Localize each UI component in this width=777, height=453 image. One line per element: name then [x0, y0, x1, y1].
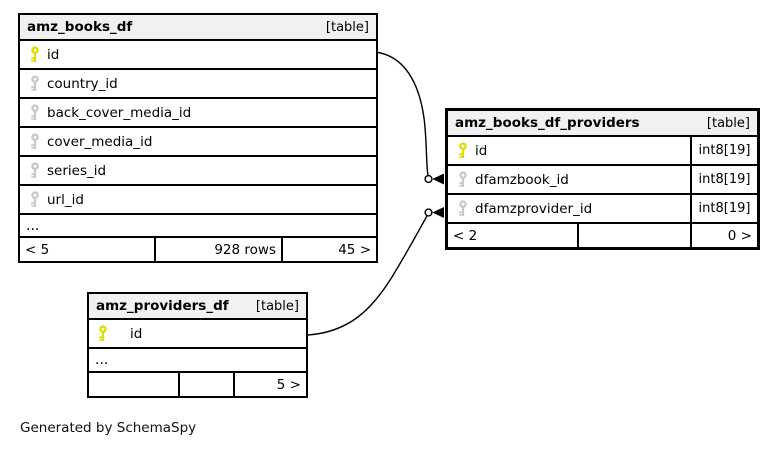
arrowhead-icon — [432, 173, 444, 185]
column-name: url_id — [47, 191, 84, 208]
table-footer: < 5 928 rows 45 > — [20, 238, 376, 261]
footer-parents-count: 45 > — [281, 238, 376, 261]
footer-row-count: 928 rows — [154, 238, 281, 261]
table-footer: 5 > — [89, 373, 306, 396]
foreign-key-icon — [31, 75, 39, 91]
arrowhead-icon — [432, 207, 444, 218]
zero-one-circle-icon — [424, 174, 433, 184]
column-name: country_id — [47, 75, 118, 92]
generated-by-note: Generated by SchemaSpy — [20, 420, 197, 436]
relationship-line-books-to-join — [377, 51, 429, 176]
footer-row-count — [178, 373, 233, 396]
column-row-back-cover-media-id: back_cover_media_id — [20, 99, 376, 128]
column-name: dfamzprovider_id — [475, 200, 593, 217]
column-row-country-id: country_id — [20, 70, 376, 99]
table-header-amz-books-df[interactable]: amz_books_df [table] — [20, 15, 376, 41]
foreign-key-icon — [459, 171, 467, 187]
column-row-id: id — [20, 41, 376, 70]
footer-children-count: < 2 — [453, 227, 478, 244]
column-row-dfamzprovider-id: dfamzprovider_id int8[19] — [448, 195, 757, 224]
table-footer: < 2 0 > — [448, 224, 757, 247]
column-row-dfamzbook-id: dfamzbook_id int8[19] — [448, 166, 757, 195]
column-row-url-id: url_id — [20, 186, 376, 215]
column-name: cover_media_id — [47, 133, 153, 150]
footer-children-count — [89, 373, 178, 396]
table-amz-books-df: amz_books_df [table] id country_id — [18, 13, 378, 263]
column-row-series-id: series_id — [20, 157, 376, 186]
more-columns-indicator: ... — [20, 215, 376, 238]
primary-key-icon — [99, 325, 107, 341]
table-name[interactable]: amz_books_df — [27, 19, 133, 35]
column-name: id — [47, 46, 60, 63]
column-name: series_id — [47, 162, 107, 179]
foreign-key-icon — [31, 191, 39, 207]
column-name: id — [130, 325, 143, 342]
foreign-key-icon — [31, 104, 39, 120]
foreign-key-icon — [459, 200, 467, 216]
column-type: int8[19] — [690, 166, 757, 193]
column-name: id — [475, 142, 488, 159]
zero-one-circle-icon — [424, 208, 433, 217]
more-columns-indicator: ... — [89, 349, 306, 373]
table-header-amz-books-df-providers[interactable]: amz_books_df_providers [table] — [448, 111, 757, 137]
primary-key-icon — [31, 46, 39, 62]
table-name[interactable]: amz_providers_df — [96, 298, 229, 314]
column-type: int8[19] — [690, 195, 757, 222]
table-name[interactable]: amz_books_df_providers — [455, 115, 640, 131]
table-amz-providers-df: amz_providers_df [table] id ... 5 > — [87, 292, 308, 398]
column-name: dfamzbook_id — [475, 171, 569, 188]
column-row-cover-media-id: cover_media_id — [20, 128, 376, 157]
table-tag: [table] — [706, 115, 750, 131]
column-row-id: id int8[19] — [448, 137, 757, 166]
footer-parents-count: 0 > — [690, 224, 757, 247]
table-header-amz-providers-df[interactable]: amz_providers_df [table] — [89, 294, 306, 320]
table-tag: [table] — [255, 298, 299, 314]
footer-children-count: < 5 — [25, 241, 50, 258]
foreign-key-icon — [31, 162, 39, 178]
footer-row-count — [577, 224, 690, 247]
foreign-key-icon — [31, 133, 39, 149]
footer-parents-count: 5 > — [233, 373, 306, 396]
table-amz-books-df-providers: amz_books_df_providers [table] id int8[1… — [445, 108, 760, 250]
column-type: int8[19] — [690, 137, 757, 164]
column-name: back_cover_media_id — [47, 104, 192, 121]
primary-key-icon — [459, 142, 467, 158]
table-tag: [table] — [325, 19, 369, 35]
column-row-id: id — [89, 320, 306, 349]
